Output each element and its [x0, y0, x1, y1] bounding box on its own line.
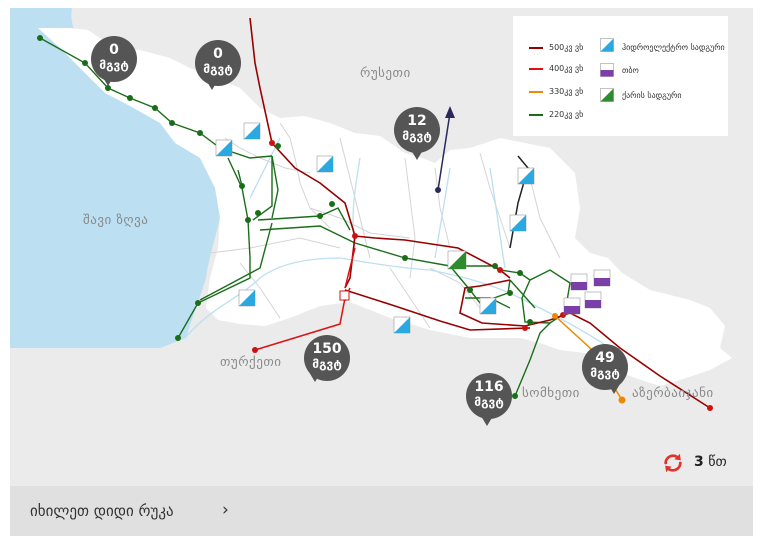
power-bubble[interactable]: 0 მგვტ — [91, 36, 137, 86]
label-black-sea: შავი ზღვა — [83, 213, 149, 228]
refresh-timer: 3 წთ — [694, 454, 727, 470]
orange-node — [552, 313, 558, 319]
legend-label-thermal: თბო — [622, 66, 639, 75]
thermal-icon — [563, 297, 581, 315]
view-large-map-bar[interactable]: იხილეთ დიდი რუკა › — [10, 486, 753, 536]
wind-plant — [447, 250, 467, 270]
bubble-value: 12 — [407, 113, 427, 129]
legend-thermal-icon — [600, 63, 614, 77]
bubble-unit: მგვტ — [474, 395, 504, 409]
power-bubble[interactable]: 150 მგვტ — [304, 335, 350, 382]
timer-value: 3 — [694, 454, 704, 470]
legend-label-wind: ქარის სადგური — [622, 91, 682, 100]
hydro-icon — [238, 289, 256, 307]
bubble-unit: მგვტ — [402, 129, 432, 143]
power-bubble[interactable]: 0 მგვტ — [195, 40, 241, 90]
legend-line-220 — [529, 114, 543, 116]
legend-label-hydro: ჰიდროელექტრო სადგური — [622, 43, 725, 52]
thermal-icon — [570, 273, 588, 291]
chevron-right-icon: › — [222, 500, 229, 520]
hydro-icon — [393, 316, 411, 334]
label-russia: რუსეთი — [360, 66, 411, 81]
legend-label-400: 400კვ ვხ — [549, 64, 584, 73]
hydro-icon — [517, 167, 535, 185]
bubble-unit: მგვტ — [99, 58, 129, 72]
navy-substation — [435, 187, 441, 193]
legend-label-500: 500კვ ვხ — [549, 43, 584, 52]
bubble-value: 150 — [312, 341, 342, 357]
bubble-value: 116 — [474, 379, 504, 395]
view-large-map-link[interactable]: იხილეთ დიდი რუკა — [30, 502, 174, 520]
legend-wind-icon — [600, 88, 614, 102]
border-marker — [339, 290, 350, 301]
thermal-plants — [563, 269, 611, 315]
power-bubble[interactable]: 49 მგვტ — [582, 344, 628, 394]
map-legend: 500კვ ვხ 400კვ ვხ 330კვ ვხ 220კვ ვხ ჰიდრ… — [513, 16, 728, 136]
bubble-value: 0 — [109, 42, 119, 58]
legend-line-500 — [529, 47, 543, 49]
bubble-unit: მგვტ — [203, 62, 233, 76]
substations-220 — [37, 35, 533, 399]
bubble-value: 0 — [213, 46, 223, 62]
legend-label-330: 330კვ ვხ — [549, 87, 584, 96]
bubble-unit: მგვტ — [312, 357, 342, 371]
rivers — [184, 137, 611, 349]
hydro-icon — [479, 297, 497, 315]
lines-500kv — [249, 17, 711, 409]
label-turkey: თურქეთი — [220, 355, 282, 370]
legend-label-220: 220კვ ვხ — [549, 110, 584, 119]
thermal-icon — [593, 269, 611, 287]
black-sea — [10, 8, 222, 348]
bubble-value: 49 — [595, 350, 615, 366]
arrow-line — [437, 112, 451, 191]
georgia-grid-map — [10, 8, 732, 411]
label-azerbaijan: აზერბაიჯანი — [632, 386, 714, 401]
power-bubble[interactable]: 116 მგვტ — [466, 373, 512, 426]
legend-hydro-icon — [600, 38, 614, 52]
arrow-head — [445, 106, 455, 118]
hydro-plants — [215, 122, 535, 334]
orange-substation — [618, 396, 626, 404]
thermal-icon — [584, 291, 602, 309]
timer-unit: წთ — [708, 454, 727, 470]
map-frame[interactable]: რუსეთი შავი ზღვა თურქეთი სომხეთი აზერბაი… — [10, 8, 753, 486]
legend-line-400 — [529, 68, 543, 70]
refresh-icon[interactable] — [662, 452, 684, 474]
hydro-icon — [316, 155, 334, 173]
hydro-icon — [215, 139, 233, 157]
hydro-icon — [509, 214, 527, 232]
power-bubble[interactable]: 12 მგვტ — [394, 107, 440, 160]
bubble-unit: მგვტ — [590, 366, 620, 380]
label-armenia: სომხეთი — [522, 386, 580, 401]
legend-line-330 — [529, 91, 543, 93]
hydro-icon — [243, 122, 261, 140]
